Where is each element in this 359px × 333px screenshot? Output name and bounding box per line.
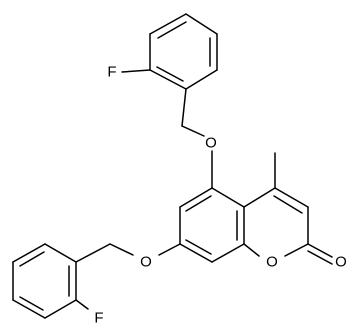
bond [44, 243, 77, 263]
atom-label-o-upper-ether: O [205, 135, 217, 152]
bond [12, 243, 46, 263]
bond [179, 187, 213, 208]
atom-label-f-bottom: F [94, 310, 103, 327]
bond [243, 187, 276, 208]
bond [185, 195, 212, 212]
bond [19, 251, 45, 267]
atom-label-o-ring: O [266, 254, 278, 271]
bond [243, 243, 260, 257]
bond [44, 299, 77, 319]
atom-label-o-lower-ether: O [140, 254, 152, 271]
bond [273, 195, 303, 214]
atom-label-o-carbonyl: O [335, 254, 347, 271]
bond [307, 243, 333, 258]
bond [307, 250, 333, 265]
bond [75, 299, 89, 310]
bond [121, 69, 151, 73]
atom-labels: F O O O O F [94, 64, 346, 327]
atom-label-f-top: F [107, 64, 116, 81]
bond [149, 69, 187, 90]
bond [75, 243, 111, 263]
bond [211, 187, 245, 208]
bond [284, 243, 309, 257]
bond [185, 69, 218, 90]
bonds [12, 13, 333, 319]
bond [185, 239, 212, 255]
bond [156, 66, 184, 82]
bond [149, 13, 187, 35]
bond [158, 243, 181, 256]
bond [211, 243, 245, 263]
bond [19, 296, 44, 311]
bond [12, 299, 46, 319]
bond [185, 13, 218, 35]
bond [181, 88, 187, 127]
bond [109, 243, 134, 256]
bond [179, 243, 213, 263]
bond [181, 125, 205, 137]
bond [274, 187, 309, 208]
bond [157, 21, 187, 39]
